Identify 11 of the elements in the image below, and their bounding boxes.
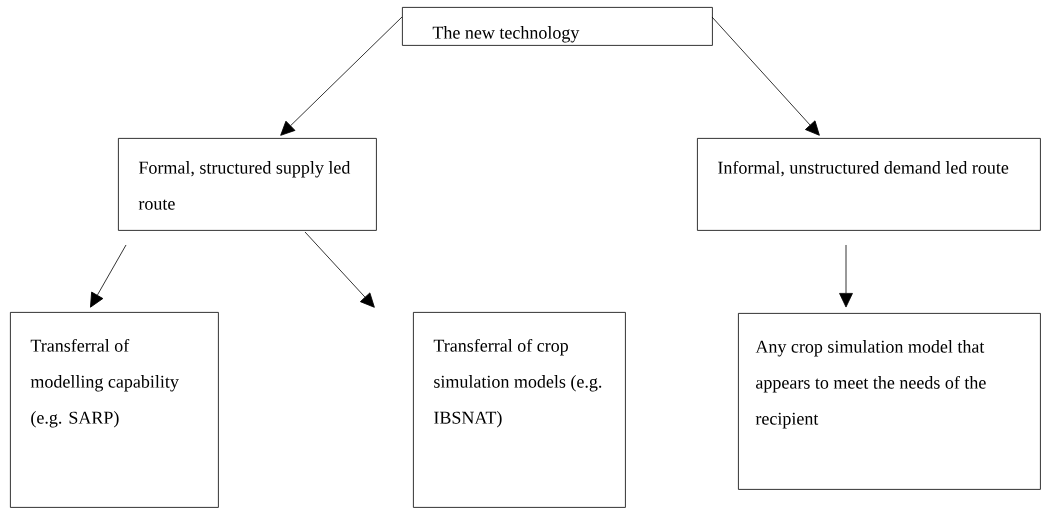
text-box: Informal, unstructured demand led route: [697, 138, 1041, 231]
text-box: Any crop simulation model that appears to meet the needs of the recipient: [738, 313, 1041, 490]
arrow: [839, 244, 853, 308]
arrow: [280, 16, 403, 136]
arrow: [711, 16, 820, 136]
text-box: The new technology: [402, 7, 713, 46]
text-box: Formal, structured supply led route: [118, 138, 377, 231]
arrow: [90, 244, 127, 308]
text-box: Transferral of crop simulation models (e.g. IBSNAT): [413, 312, 626, 508]
arrow: [304, 231, 375, 308]
text-box: Transferral of modelling capability (e.g. SARP): [10, 312, 219, 508]
